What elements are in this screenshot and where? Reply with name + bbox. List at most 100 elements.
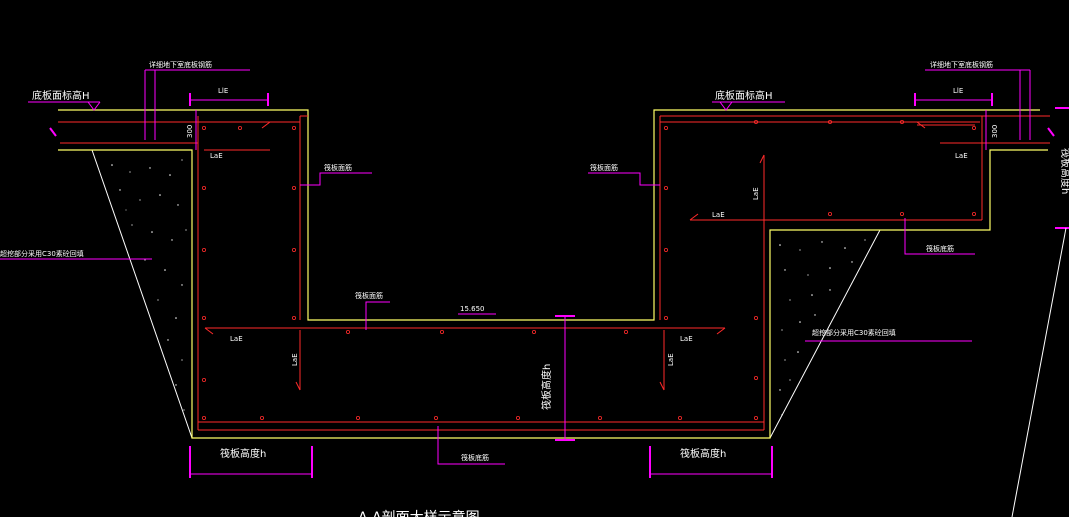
concrete-speckle bbox=[129, 171, 131, 173]
concrete-speckle bbox=[829, 289, 831, 291]
concrete-speckle bbox=[829, 267, 831, 269]
concrete-speckle bbox=[789, 299, 791, 301]
slab-outline bbox=[58, 109, 1048, 439]
rebar-dot bbox=[664, 126, 669, 131]
rebar-dot bbox=[201, 185, 206, 190]
label-lae-r2: LaE bbox=[712, 211, 725, 219]
label-top-bar-mid: 筏板面筋 bbox=[355, 291, 383, 300]
concrete-speckle bbox=[131, 224, 133, 226]
concrete-speckle bbox=[807, 274, 809, 276]
concrete-speckle bbox=[111, 164, 113, 166]
rebar-dot bbox=[532, 329, 537, 334]
label-height-right: 筏板高度h bbox=[680, 447, 726, 460]
rebar-dot bbox=[439, 329, 444, 334]
concrete-speckle bbox=[181, 284, 183, 286]
concrete-speckle bbox=[821, 241, 823, 243]
concrete-speckle bbox=[781, 329, 783, 331]
rebar-dot bbox=[664, 315, 669, 320]
rebar-dot bbox=[516, 415, 521, 420]
label-detail-left: 详细地下室底板钢筋 bbox=[149, 60, 212, 69]
concrete-speckle bbox=[799, 321, 801, 323]
rebar-dots bbox=[201, 120, 977, 420]
concrete-speckle bbox=[151, 231, 153, 233]
label-height-edge: 筏板高度h bbox=[1059, 148, 1069, 194]
label-lae-tl: LaE bbox=[210, 152, 223, 160]
rebar-dot bbox=[678, 415, 683, 420]
rebar-dot bbox=[828, 120, 833, 125]
label-lle-left: LlE bbox=[218, 87, 228, 95]
label-bottom-bar-right: 筏板底筋 bbox=[926, 244, 954, 253]
concrete-speckle bbox=[864, 239, 866, 241]
label-top-elev-left: 底板面标高H bbox=[32, 89, 90, 102]
rebar-dot bbox=[291, 247, 296, 252]
concrete-speckle bbox=[171, 239, 173, 241]
label-fill-right: 超挖部分采用C30素砼回填 bbox=[812, 328, 896, 337]
rebar-dot bbox=[900, 211, 905, 216]
label-lae-mr: LaE bbox=[680, 335, 693, 343]
label-bottom-bar-mid: 筏板底筋 bbox=[461, 453, 489, 462]
concrete-speckle bbox=[784, 359, 786, 361]
concrete-speckle bbox=[811, 294, 813, 296]
backfill-left bbox=[91, 149, 193, 439]
rebar-dot bbox=[972, 211, 977, 216]
concrete-speckle bbox=[814, 314, 816, 316]
rebar-lines bbox=[58, 115, 1050, 431]
concrete-speckle bbox=[185, 229, 187, 231]
rebar-dot bbox=[754, 415, 759, 420]
label-lae-v2: LaE bbox=[667, 353, 675, 366]
concrete-speckle bbox=[119, 189, 121, 191]
concrete-speckle bbox=[784, 269, 786, 271]
rebar-dot bbox=[291, 185, 296, 190]
rebar-dot bbox=[624, 329, 629, 334]
label-detail-right: 详细地下室底板钢筋 bbox=[930, 60, 993, 69]
concrete-speckle bbox=[157, 299, 159, 301]
concrete-speckle bbox=[149, 167, 151, 169]
label-fill-left: 超挖部分采用C30素砼回填 bbox=[0, 249, 84, 258]
label-top-bar-left: 筏板面筋 bbox=[324, 163, 352, 172]
label-height-left: 筏板高度h bbox=[220, 447, 266, 460]
rebar-dot bbox=[237, 126, 242, 131]
label-lae-v3: LaE bbox=[752, 187, 760, 200]
concrete-speckle bbox=[175, 384, 177, 386]
label-top-bar-right: 筏板面筋 bbox=[590, 163, 618, 172]
concrete-speckle bbox=[159, 194, 161, 196]
label-elev-mid: 15.650 bbox=[460, 305, 485, 313]
concrete-speckle bbox=[177, 204, 179, 206]
concrete-speckle bbox=[797, 351, 799, 353]
concrete-speckle bbox=[779, 244, 781, 246]
rebar-dot bbox=[355, 415, 360, 420]
label-top-elev-right: 底板面标高H bbox=[715, 89, 773, 102]
concrete-speckle bbox=[799, 249, 801, 251]
rebar-dot bbox=[664, 247, 669, 252]
concrete-speckle bbox=[851, 261, 853, 263]
concrete-speckle bbox=[175, 317, 177, 319]
label-height-mid: 筏板高度h bbox=[540, 364, 553, 410]
labels: 详细地下室底板钢筋 详细地下室底板钢筋 底板面标高H 底板面标高H LlE Ll… bbox=[0, 60, 1069, 517]
drawing-title: A-A剖面大样示意图 bbox=[358, 509, 480, 517]
rebar-dot bbox=[345, 329, 350, 334]
concrete-speckle bbox=[144, 259, 146, 261]
rebar-dot bbox=[433, 415, 438, 420]
concrete-speckle bbox=[167, 339, 169, 341]
concrete-speckle bbox=[781, 414, 783, 416]
concrete-speckle bbox=[169, 174, 171, 176]
concrete-speckle bbox=[844, 247, 846, 249]
rebar-dot bbox=[201, 315, 206, 320]
rebar-dot bbox=[201, 415, 206, 420]
rebar-dot bbox=[754, 375, 759, 380]
rebar-dot bbox=[201, 247, 206, 252]
concrete-speckle bbox=[125, 209, 127, 211]
rebar-dot bbox=[972, 126, 977, 131]
label-lae-ml: LaE bbox=[230, 335, 243, 343]
label-lae-tr: LaE bbox=[955, 152, 968, 160]
construction-line bbox=[1011, 227, 1067, 517]
label-dim-300-left: 300 bbox=[186, 125, 194, 138]
concrete-speckle bbox=[779, 389, 781, 391]
concrete-speckle bbox=[183, 409, 185, 411]
rebar-dot bbox=[201, 377, 206, 382]
concrete-speckle bbox=[164, 269, 166, 271]
rebar-dot bbox=[828, 211, 833, 216]
rebar-dot bbox=[291, 126, 296, 131]
rebar-dot bbox=[201, 126, 206, 131]
